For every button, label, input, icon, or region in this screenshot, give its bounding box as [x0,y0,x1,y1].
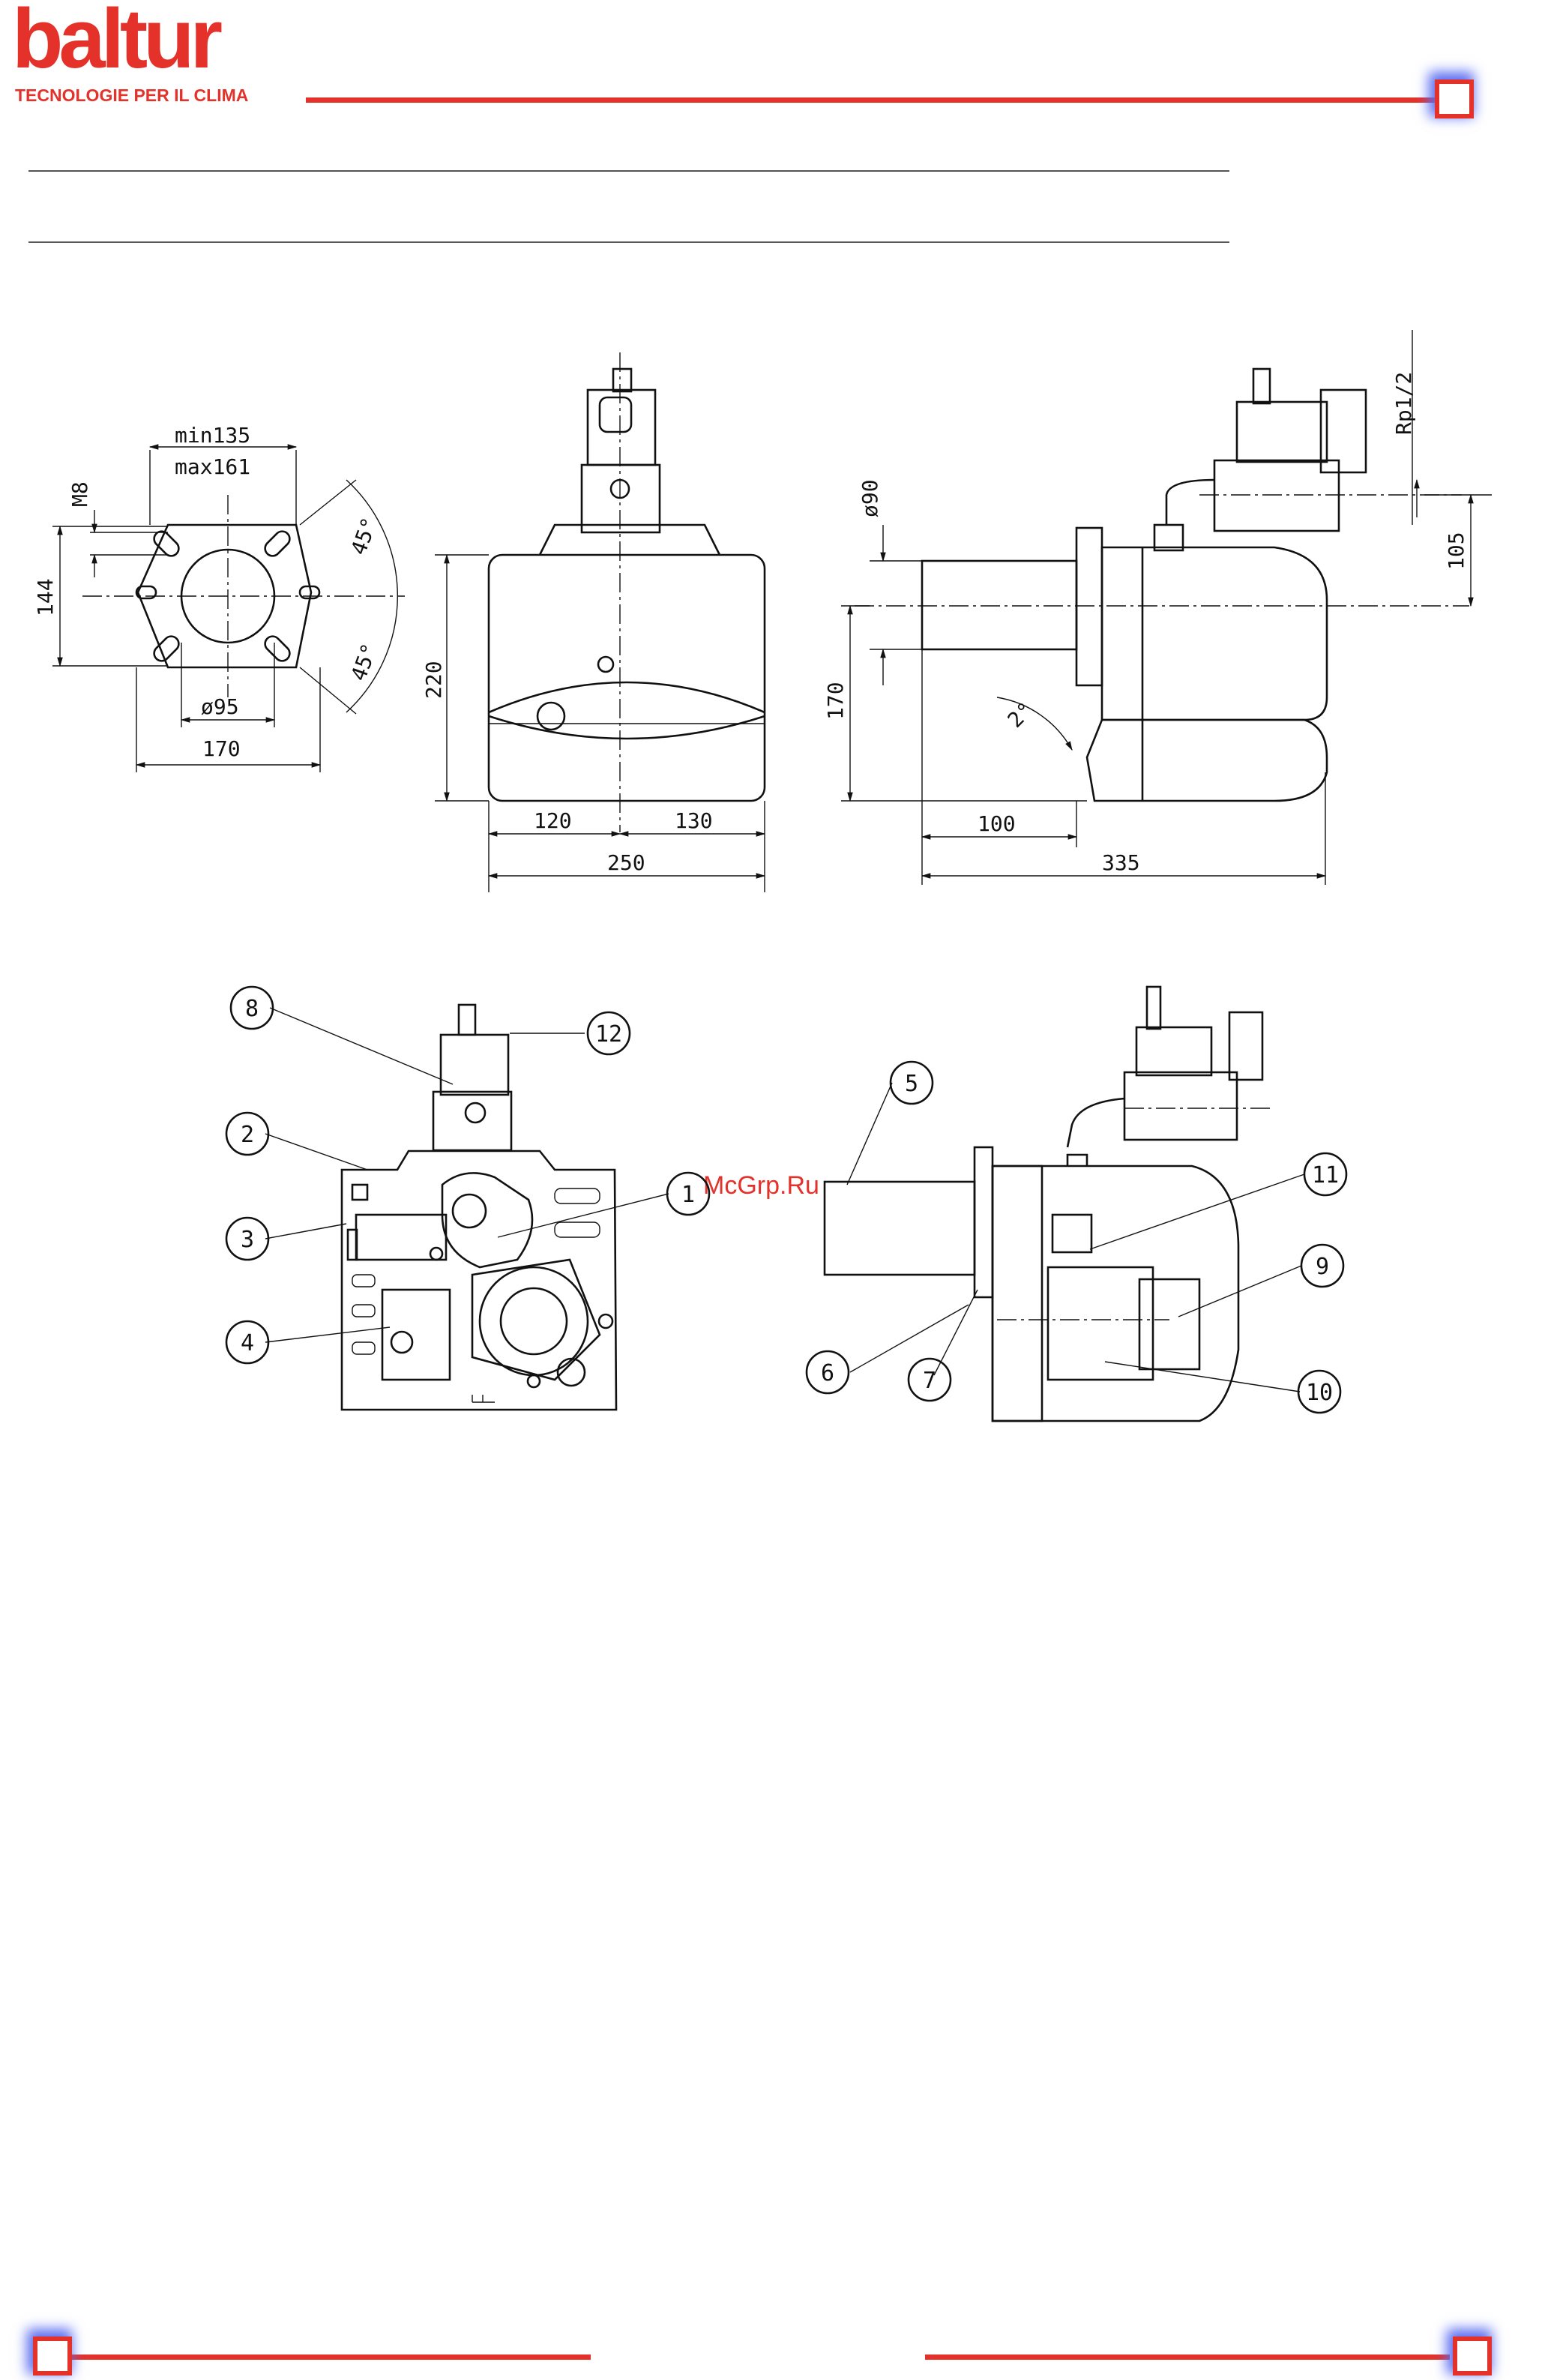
side-tube-diameter-label: ø90 [858,479,882,517]
side-tilt-label: 2° [1003,697,1038,733]
callout-10-label: 10 [1306,1380,1333,1406]
callout-12-label: 12 [595,1021,622,1048]
component-view-front [342,1005,616,1410]
flange-height-label: 144 [33,578,58,616]
callout-3-label: 3 [241,1227,254,1253]
side-thread-label: Rp1/2 [1391,372,1416,435]
flange-min-label: min135 [175,423,250,448]
front-left-label: 120 [534,808,572,833]
side-gas-height-label: 105 [1444,532,1469,570]
flange-bore-label: ø95 [201,694,239,719]
front-height-label: 220 [421,661,446,699]
front-width-label: 250 [607,850,645,875]
callout-1-label: 1 [681,1182,695,1208]
callout-leaders [265,1008,1304,1392]
flange-angle-bottom: 45° [346,640,382,685]
flange-bolt-label: M8 [67,481,92,507]
callout-11-label: 11 [1312,1162,1339,1189]
side-total-length-label: 335 [1102,850,1140,875]
flange-max-label: max161 [175,454,250,479]
flange-width-label: 170 [202,736,241,761]
component-view-side [825,987,1274,1421]
front-right-label: 130 [675,808,713,833]
callout-4-label: 4 [241,1330,254,1356]
callout-8-label: 8 [245,996,259,1022]
callout-5-label: 5 [905,1071,918,1097]
side-axis-height-label: 170 [823,682,848,720]
side-tube-length-label: 100 [978,811,1016,836]
callout-9-label: 9 [1316,1254,1329,1280]
callout-6-label: 6 [821,1360,834,1386]
callout-2-label: 2 [241,1122,254,1148]
flange-view [52,447,405,772]
callout-7-label: 7 [923,1368,936,1394]
front-view [435,352,765,892]
flange-angle-top: 45° [346,514,382,559]
